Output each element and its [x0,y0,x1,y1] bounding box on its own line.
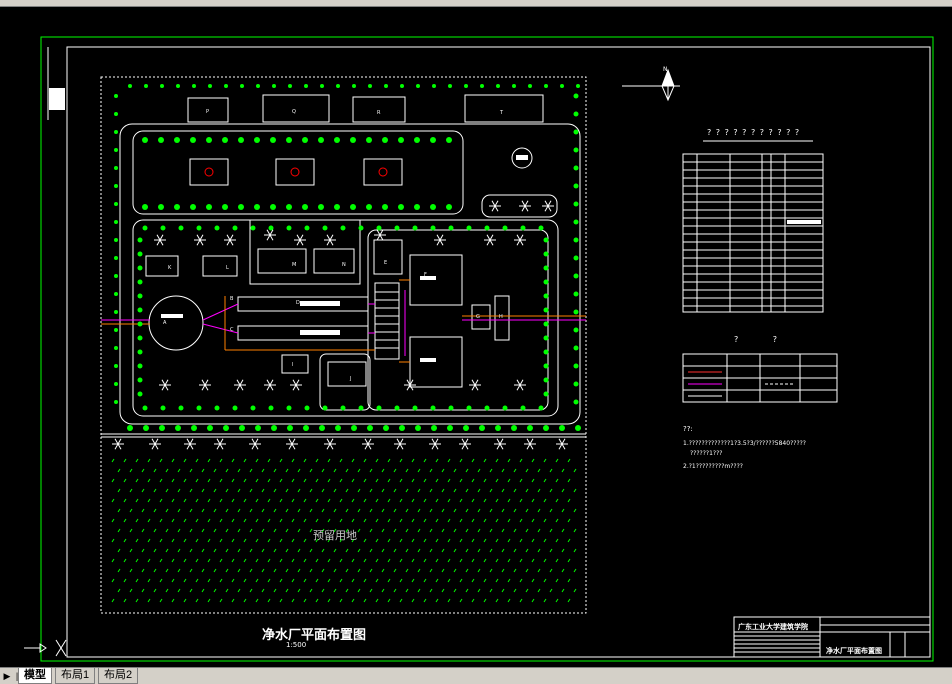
road-outer [119,123,581,425]
building-label-t: T [500,110,504,116]
building-l [202,255,238,277]
building-r [352,96,406,123]
title-block-grid [734,617,930,657]
court-2-center [290,167,300,177]
tab-layout1[interactable]: 布局1 [55,668,96,684]
building-label-c: C [230,327,234,333]
legend-table-grid [683,154,823,312]
pump-house-g [471,304,491,330]
building-label-g: G [476,314,480,320]
building-n [313,248,355,274]
building-label-m: M [292,262,297,268]
building-label-p: P [206,109,210,115]
pump-house-h [494,295,510,341]
building-label-j: J [350,376,352,382]
tab-model[interactable]: 模型 [18,668,52,684]
court-3 [363,158,403,186]
road-inner-block [249,219,361,285]
building-label-q: Q [292,109,296,115]
tab-next-icon[interactable]: | [15,671,19,681]
building-m [257,248,307,274]
building-j [327,361,367,387]
tank-f-lower-fill [420,358,436,362]
tank-b-lower-fill [300,330,340,335]
building-label-f: F [424,272,427,278]
tank-b-upper-fill [300,301,340,306]
building-label-k: K [168,265,172,271]
road-block-south [319,353,371,411]
road-loop-north [132,130,464,215]
building-e [373,239,403,275]
north-arrow [622,68,680,102]
title-block-school: 广东工业大学建筑学院 [738,623,808,631]
water-tower [511,147,533,169]
site-boundary [100,76,587,614]
pipelines [101,279,586,363]
building-label-r: R [377,110,381,116]
clarifier-a [148,295,204,351]
note-1: 1.?????????????1?3.5?3/??????5840????? [683,440,806,447]
building-k [145,255,179,277]
legend-table [682,153,824,313]
binding-mark [49,88,65,110]
clarifier-a-mark [161,314,183,318]
title-block-sheet: 净水厂平面布置图 [826,647,882,655]
north-arrow-label: N [663,66,668,73]
court-3-center [378,167,388,177]
building-label-h: H [499,314,503,320]
legend-title: ? ? ? ? ? ? ? ? ? ? ? [707,128,801,137]
notes-title: ??: [683,425,693,433]
ucs-icon [24,639,67,657]
legend-highlight [787,220,821,224]
symbol-table-grid [683,354,837,402]
building-t [464,94,544,123]
sheet-outer-frame [40,36,934,662]
layout-tab-bar: ▶ | 模型 布局1 布局2 [0,667,952,684]
toolbar-strip [0,0,952,7]
filter-cells [375,291,399,349]
symbol-table-title: ? ? [734,335,794,344]
building-q [262,94,330,123]
court-1-center [204,167,214,177]
building-p [187,97,229,123]
building-label-l: L [226,265,229,271]
building-label-i: I [292,362,294,368]
court-1 [189,158,229,186]
tree-symbols [112,84,581,450]
building-label-b: B [230,296,234,302]
building-label-d: D [296,300,300,306]
building-label-e: E [384,260,388,266]
building-label-n: N [342,262,346,268]
tab-layout2[interactable]: 布局2 [98,668,139,684]
tab-first-icon[interactable]: ▶ [3,671,11,681]
filter-house [374,282,400,360]
note-2: 2.?1?????????m???? [683,463,743,470]
drawing-title: 净水厂平面布置图 [262,628,367,643]
drawing-canvas[interactable] [0,6,952,667]
reserved-land-label: 预留用地 [313,529,357,542]
building-i [281,354,309,374]
tank-f-upper-fill [420,276,436,280]
court-2 [275,158,315,186]
building-label-a: A [163,320,167,326]
sheet-inner-frame [66,46,931,658]
reserved-land-grass [111,458,577,603]
title-block [733,616,931,658]
water-tower-fill [516,155,528,160]
road-spur-east [481,194,558,218]
note-1-continued: ??????1??? [690,450,723,457]
drawing-scale: 1:500 [286,641,307,649]
